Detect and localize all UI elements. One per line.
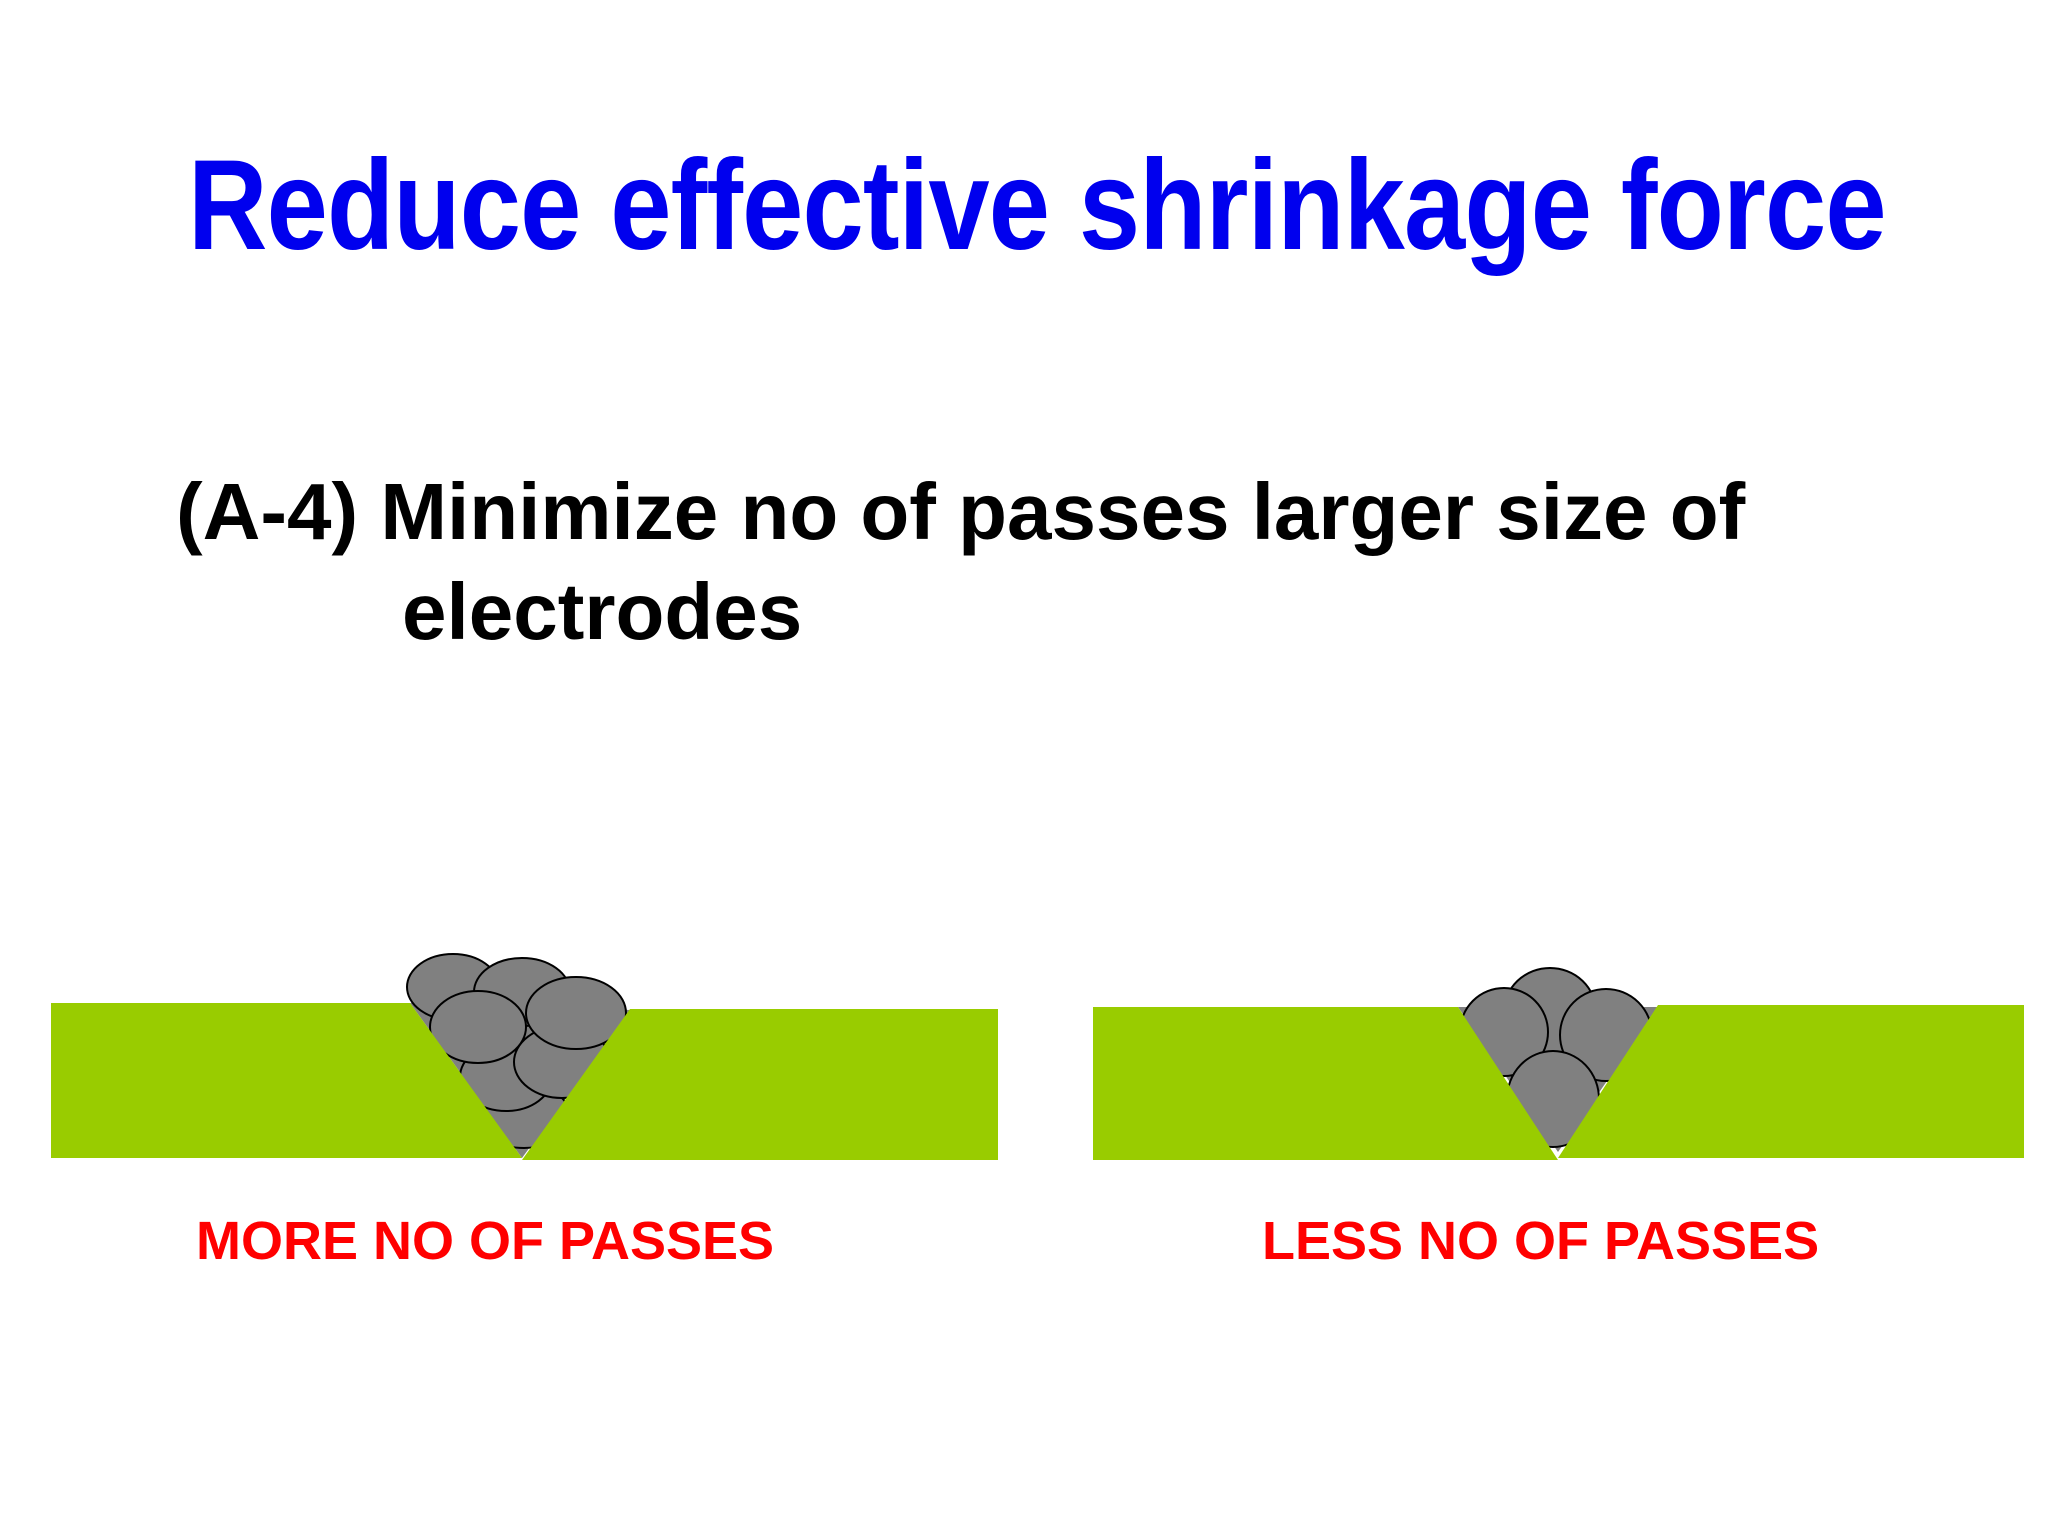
left-plate xyxy=(51,1003,522,1158)
caption-less-passes: LESS NO OF PASSES xyxy=(1262,1211,1820,1271)
weld-bead xyxy=(525,976,627,1050)
diagram-less-passes xyxy=(1093,967,2024,1160)
caption-more-passes: MORE NO OF PASSES xyxy=(196,1211,775,1271)
weld-bead xyxy=(429,990,527,1064)
bullet-line-1: (A-4) Minimize no of passes larger size … xyxy=(176,467,1746,556)
right-plate xyxy=(522,1009,998,1160)
slide-title: Reduce effective shrinkage force xyxy=(188,134,1887,277)
bullet-line-2: electrodes xyxy=(402,567,803,656)
diagram-more-passes xyxy=(51,953,998,1160)
bullet-point: (A-4) Minimize no of passes larger size … xyxy=(176,462,1976,662)
left-plate xyxy=(1093,1007,1558,1160)
right-plate xyxy=(1558,1005,2024,1158)
